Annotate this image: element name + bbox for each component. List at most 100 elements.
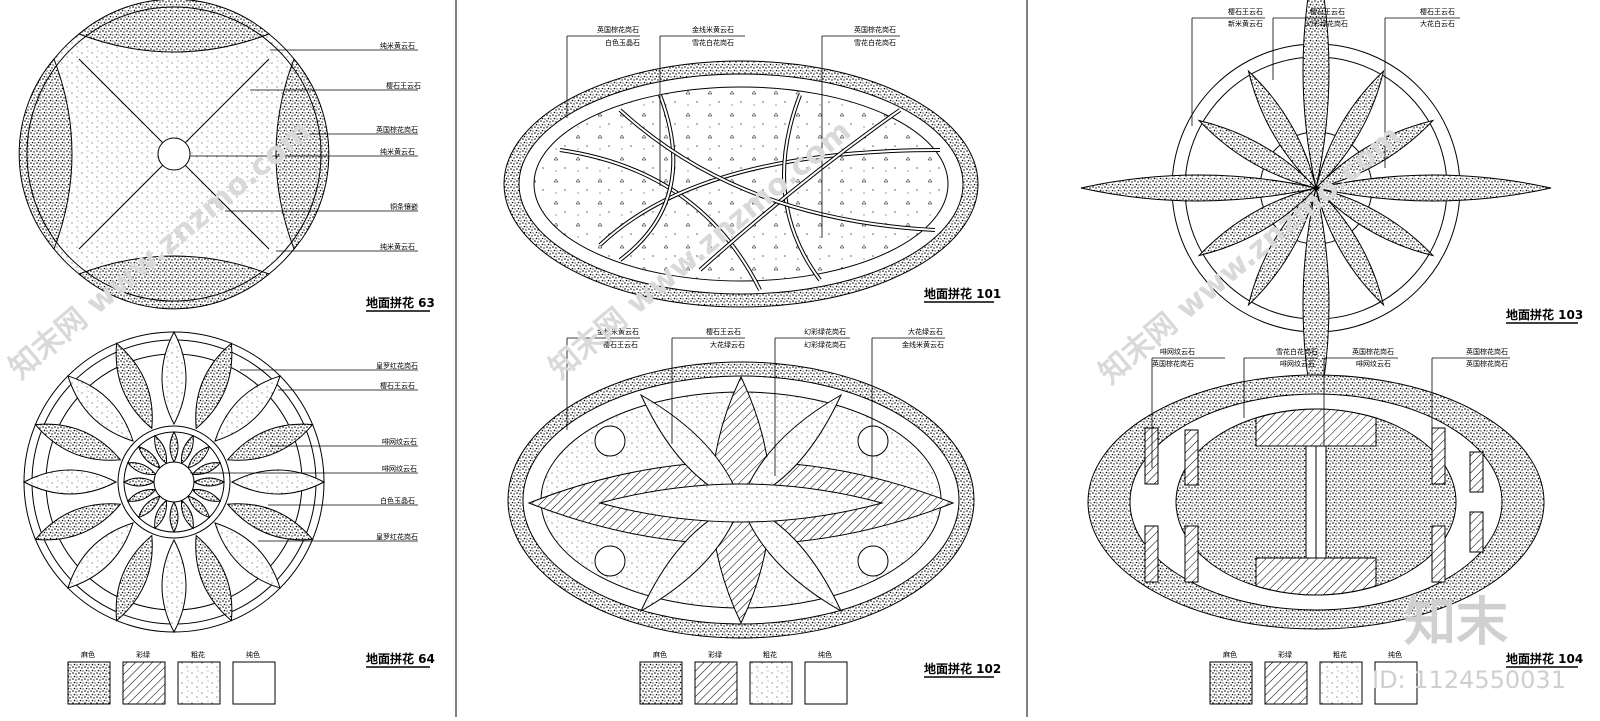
label: 啡网纹云石 [382, 437, 417, 446]
label: 英国棕花岗石 [854, 25, 896, 34]
petal-shape [169, 500, 179, 534]
label: 皇罗红花岗石 [376, 532, 418, 541]
panel-104 [1087, 374, 1545, 630]
label: 啡网纹云石 [1160, 347, 1195, 356]
label: 英国棕花岗石 [597, 25, 639, 34]
petal-shape [161, 330, 187, 426]
petal-shape [115, 342, 153, 430]
label: 金线米黄云石 [692, 25, 734, 34]
petal-shape [169, 430, 179, 464]
label: 樱石王云石 [1420, 7, 1455, 16]
petal-shape [137, 495, 161, 519]
outer-petals [22, 330, 326, 634]
panel-103 [1080, 0, 1552, 424]
legend-right [1209, 661, 1418, 705]
watermark-brand: 知末 [1404, 593, 1508, 653]
label: 雪花白花岗石 [692, 38, 734, 47]
panel-title: 地面拼花 101 [924, 286, 1001, 301]
label: 纯米黄云石 [380, 41, 415, 50]
petal-shape [226, 423, 314, 461]
petal-shape [115, 534, 153, 622]
label: 新米黄云石 [1228, 19, 1263, 28]
label: 樱石王云石 [706, 327, 741, 336]
inner-petals [122, 430, 226, 534]
legend-label: 彩绿 [136, 650, 150, 659]
petal-shape [67, 522, 134, 589]
petal-shape [230, 469, 326, 495]
label: 白色玉晶石 [605, 38, 640, 47]
label: 英国棕花岗石 [1466, 359, 1508, 368]
label: 樱石王云石 [386, 81, 421, 90]
label: 金线米黄云石 [597, 327, 639, 336]
panel-63-leaders [190, 49, 418, 252]
label: 樱石王云石 [380, 381, 415, 390]
panel-103-leaders [1191, 17, 1460, 168]
label: 雪花白花岗石 [854, 38, 896, 47]
label: 啡网纹云石 [382, 464, 417, 473]
panel-101 [503, 60, 979, 308]
petal-shape [1197, 119, 1318, 189]
panel-63 [18, 0, 330, 310]
petal-shape [180, 434, 194, 465]
petal-shape [187, 495, 211, 519]
panel-102-leaders [566, 337, 945, 480]
label: 大花白云石 [1420, 19, 1455, 28]
petal-shape [1315, 186, 1385, 307]
label: 英国棕花岗石 [1152, 359, 1194, 368]
petal-shape [1247, 69, 1317, 190]
panel-64 [22, 330, 326, 634]
petal-shape [126, 488, 157, 502]
legend-label: 粗花 [191, 650, 205, 659]
panel-title: 地面拼花 104 [1506, 651, 1583, 666]
label: 纯米黄云石 [380, 147, 415, 156]
label: 大花绿云石 [908, 327, 943, 336]
panel-title: 地面拼花 64 [366, 651, 435, 666]
petal-shape [1247, 186, 1317, 307]
petal-shape [154, 499, 168, 530]
petal-shape [1314, 119, 1435, 189]
legend-label: 纯色 [246, 650, 260, 659]
legend-label: 彩绿 [708, 650, 722, 659]
petal-shape [154, 434, 168, 465]
label: 幻彩绿花岗石 [804, 340, 846, 349]
petal-shape [137, 445, 161, 469]
label: 樱石王云石 [1228, 7, 1263, 16]
label: 雪花白花岗石 [1276, 347, 1318, 356]
legend-label: 纯色 [1388, 650, 1402, 659]
panel-102 [507, 361, 975, 639]
legend-label: 粗花 [1333, 650, 1347, 659]
label: 白色玉晶石 [380, 496, 415, 505]
legend-label: 粗花 [763, 650, 777, 659]
panel-101-leaders [566, 35, 900, 238]
petal-shape [195, 342, 233, 430]
petal-shape [191, 488, 222, 502]
petal-shape [226, 503, 314, 541]
petal-shape [195, 534, 233, 622]
petal-shape [1197, 187, 1318, 257]
label: 金线米黄云石 [902, 340, 944, 349]
label: 啡网纹云石 [1280, 359, 1315, 368]
legend-label: 彩绿 [1278, 650, 1292, 659]
label: 英国棕花岗石 [1466, 347, 1508, 356]
petal-shape [214, 375, 281, 442]
legend-label: 麻色 [1223, 650, 1237, 659]
petal-shape [1314, 187, 1435, 257]
legend-middle [639, 661, 848, 705]
label: 啡网纹云石 [1356, 359, 1391, 368]
petal-shape [1302, 0, 1330, 189]
label: 大花绿云石 [710, 340, 745, 349]
panel-title: 地面拼花 102 [924, 661, 1001, 676]
label: 铜条镶嵌 [390, 202, 418, 211]
legend-label: 麻色 [653, 650, 667, 659]
petal-shape [122, 477, 156, 487]
label: 英国棕花岗石 [376, 125, 418, 134]
petal-shape [126, 462, 157, 476]
label: 樱石王云石 [603, 340, 638, 349]
petal-shape [34, 503, 122, 541]
watermark-id: ID: 1124550031 [1372, 666, 1566, 694]
petal-shape [214, 522, 281, 589]
petal-shape [34, 423, 122, 461]
label: 皇罗红花岗石 [376, 361, 418, 370]
panel-64-leaders [190, 369, 418, 542]
